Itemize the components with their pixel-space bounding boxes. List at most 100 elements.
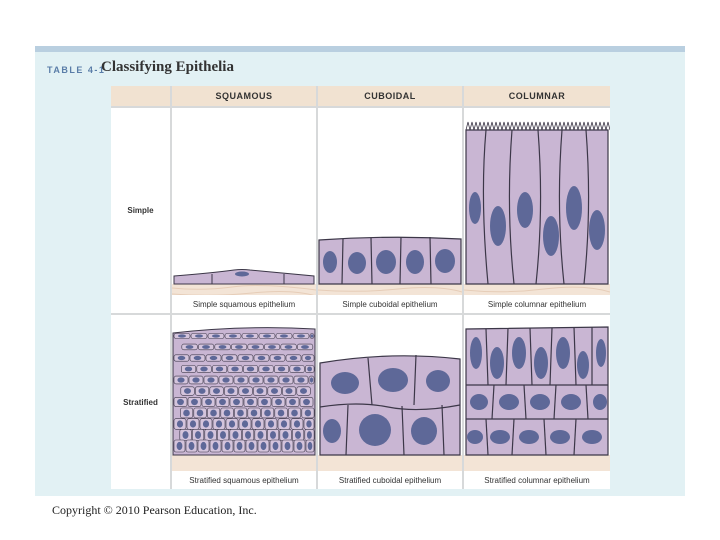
header-corner	[111, 86, 170, 106]
squamous-nucleus	[229, 334, 237, 338]
squamous-nucleus	[282, 431, 289, 439]
squamous-nucleus	[205, 398, 212, 406]
squamous-nucleus	[296, 441, 303, 451]
squamous-nucleus	[228, 420, 236, 428]
squamous-nucleus	[257, 431, 264, 439]
squamous-nucleus	[222, 377, 230, 383]
squamous-nucleus	[209, 355, 218, 361]
stratified-squamous-illustration	[172, 327, 316, 489]
squamous-nucleus	[177, 398, 184, 406]
squamous-nucleus	[272, 441, 279, 451]
squamous-nucleus	[219, 398, 226, 406]
cell-stratified-squamous: Stratified squamous epithelium	[172, 315, 316, 489]
squamous-nucleus	[270, 431, 276, 439]
table-number: TABLE 4-1	[47, 65, 106, 75]
cell-simple-cuboidal: Simple cuboidal epithelium	[318, 108, 462, 313]
squamous-nucleus	[284, 345, 293, 349]
squamous-nucleus	[261, 398, 268, 406]
stratified-columnar-illustration	[464, 326, 610, 489]
squamous-nucleus	[310, 334, 314, 338]
squamous-nucleus	[295, 431, 301, 439]
squamous-nucleus	[213, 388, 220, 394]
squamous-nucleus	[195, 431, 201, 439]
simple-cuboidal-illustration	[318, 236, 462, 313]
header-cuboidal: CUBOIDAL	[318, 86, 462, 106]
squamous-nucleus	[257, 355, 266, 361]
squamous-nucleus	[196, 409, 204, 417]
copyright-notice: Copyright © 2010 Pearson Education, Inc.	[52, 503, 257, 517]
squamous-nucleus	[280, 334, 288, 338]
squamous-nucleus	[225, 355, 234, 361]
caption-stratified-columnar: Stratified columnar epithelium	[464, 471, 610, 489]
squamous-nucleus	[289, 355, 298, 361]
squamous-nucleus	[262, 366, 270, 372]
squamous-nucleus	[176, 420, 184, 428]
squamous-nucleus	[182, 431, 189, 439]
squamous-nucleus	[241, 355, 250, 361]
squamous-nucleus	[282, 377, 290, 383]
squamous-nucleus	[241, 420, 249, 428]
squamous-nucleus	[176, 441, 183, 451]
squamous-nucleus	[184, 388, 191, 394]
simple-columnar-illustration	[464, 121, 610, 313]
squamous-nucleus	[212, 441, 219, 451]
squamous-nucleus	[248, 441, 255, 451]
caption-simple-columnar: Simple columnar epithelium	[464, 295, 610, 313]
squamous-nucleus	[200, 441, 207, 451]
squamous-nucleus	[195, 334, 203, 338]
squamous-nucleus	[227, 388, 235, 394]
squamous-nucleus	[189, 420, 197, 428]
squamous-nucleus	[251, 345, 260, 349]
squamous-nucleus	[260, 441, 267, 451]
squamous-nucleus	[304, 355, 312, 361]
squamous-nucleus	[224, 441, 231, 451]
squamous-nucleus	[263, 334, 271, 338]
squamous-nucleus	[193, 355, 202, 361]
squamous-nucleus	[237, 409, 244, 417]
squamous-nucleus	[185, 345, 194, 349]
squamous-nucleus	[306, 431, 312, 439]
squamous-nucleus	[247, 398, 254, 406]
squamous-nucleus	[267, 377, 275, 383]
squamous-nucleus	[242, 388, 249, 394]
squamous-nucleus	[273, 355, 282, 361]
squamous-nucleus	[236, 441, 243, 451]
squamous-nucleus	[297, 377, 305, 383]
squamous-nucleus	[307, 366, 312, 372]
squamous-nucleus	[300, 388, 307, 394]
stratified-cuboidal-illustration	[318, 354, 462, 489]
squamous-nucleus	[285, 388, 293, 394]
squamous-nucleus	[183, 409, 190, 417]
header-columnar: COLUMNAR	[464, 86, 610, 106]
caption-simple-cuboidal: Simple cuboidal epithelium	[318, 295, 462, 313]
squamous-nucleus	[271, 388, 278, 394]
squamous-nucleus	[184, 366, 193, 372]
squamous-nucleus	[177, 355, 186, 361]
squamous-nucleus	[303, 398, 310, 406]
squamous-nucleus	[268, 345, 276, 349]
squamous-nucleus	[267, 420, 275, 428]
squamous-nucleus	[198, 388, 206, 394]
squamous-nucleus	[250, 409, 258, 417]
nucleus-shape	[235, 271, 249, 277]
row-label-stratified: Stratified	[111, 315, 170, 489]
squamous-nucleus	[275, 398, 282, 406]
squamous-nucleus	[200, 366, 208, 372]
squamous-nucleus	[254, 420, 262, 428]
caption-simple-squamous: Simple squamous epithelium	[172, 295, 316, 313]
squamous-nucleus	[231, 366, 239, 372]
squamous-nucleus	[297, 334, 305, 338]
caption-stratified-cuboidal: Stratified cuboidal epithelium	[318, 471, 462, 489]
squamous-nucleus	[178, 334, 186, 338]
squamous-nucleus	[235, 345, 243, 349]
squamous-nucleus	[256, 388, 264, 394]
squamous-nucleus	[220, 431, 226, 439]
squamous-nucleus	[232, 431, 239, 439]
table-panel: TABLE 4-1 Classifying Epithelia SQUAMOUS…	[35, 46, 685, 496]
top-rule	[35, 46, 685, 52]
squamous-nucleus	[191, 398, 198, 406]
squamous-nucleus	[277, 366, 286, 372]
cell-simple-columnar: Simple columnar epithelium	[464, 108, 610, 313]
squamous-nucleus	[218, 345, 227, 349]
squamous-nucleus	[293, 420, 301, 428]
